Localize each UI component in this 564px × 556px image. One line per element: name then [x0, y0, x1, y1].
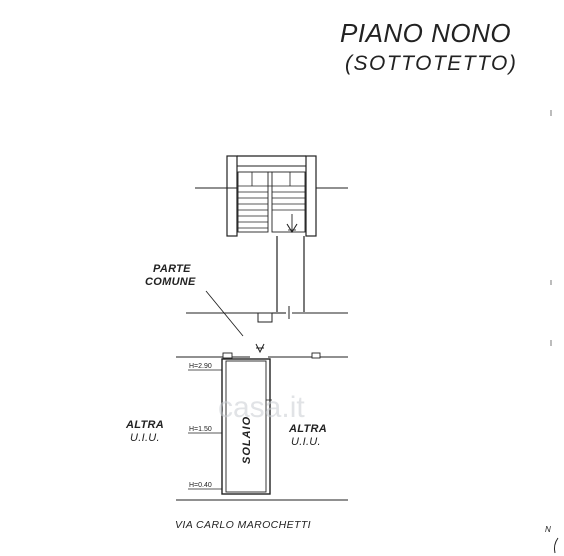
- height-markers: H=2.90 H=1.50 H=0.40: [188, 363, 222, 490]
- label-parte: PARTE: [153, 263, 191, 275]
- attic-walls: [176, 352, 348, 501]
- label-solaio: SOLAIO: [241, 416, 253, 464]
- watermark: casa.it: [218, 391, 305, 424]
- height-bottom: H=0.40: [189, 482, 212, 489]
- common-corridor: [186, 236, 348, 323]
- stair-direction-arrow: [286, 214, 298, 234]
- label-comune: COMUNE: [145, 276, 196, 288]
- label-altra-left: ALTRA: [125, 419, 164, 431]
- stair-treads-left: [238, 191, 268, 229]
- north-arrow-icon: [553, 537, 559, 554]
- entry-door-mark: [255, 343, 265, 354]
- label-uiu-right: U.I.U.: [291, 436, 321, 448]
- north-label: N: [545, 525, 551, 534]
- stairwell: [226, 155, 317, 237]
- stair-treads-right: [272, 191, 305, 211]
- height-top: H=2.90: [189, 363, 212, 370]
- street-label: VIA CARLO MAROCHETTI: [175, 519, 311, 531]
- label-uiu-left: U.I.U.: [130, 432, 160, 444]
- plan-title: PIANO NONO: [340, 18, 511, 48]
- label-altra-right: ALTRA: [288, 423, 327, 435]
- label-leader-line: [205, 290, 244, 337]
- plan-subtitle: (SOTTOTETTO): [345, 52, 517, 75]
- height-mid: H=1.50: [189, 426, 212, 433]
